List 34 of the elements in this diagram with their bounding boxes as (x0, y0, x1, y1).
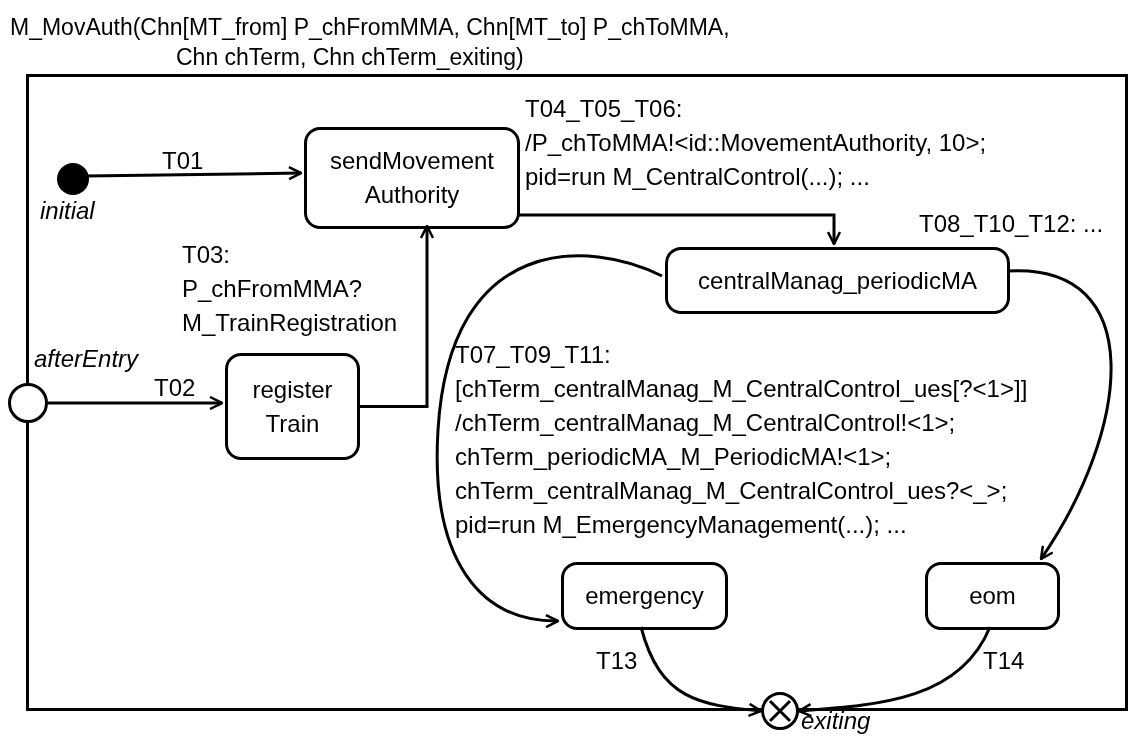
transition-arrow (435, 254, 663, 628)
state-name: centralManag_periodicMA (698, 265, 977, 296)
state-box (225, 353, 360, 460)
transition-arrow (48, 395, 224, 411)
transition-arrow (639, 626, 763, 717)
state-machine-title: M_MovAuth(Chn[MT_from] P_chFromMMA, Chn[MT_to] P_chToMMA, Chn chTerm, Chn chTerm_exiting) (10, 13, 731, 72)
edge-label: T02 (154, 375, 196, 401)
exit-point (761, 692, 799, 730)
entry-point (8, 383, 48, 423)
pseudostate-label: afterEntry (34, 347, 139, 371)
edge-label: T04_T05_T06: /P_chToMMA!<id::MovementAuthority, 10>; pid=run M_CentralControl(...); ... (525, 94, 988, 192)
state-box (304, 127, 520, 229)
state-box (925, 562, 1060, 630)
state-box (665, 247, 1010, 314)
state-name: register Train (251, 374, 334, 439)
pseudostate-label: initial (40, 199, 95, 223)
initial-pseudostate (57, 163, 89, 195)
state-name: emergency (585, 581, 704, 611)
state-name: eom (969, 581, 1016, 611)
edge-label: T14 (983, 648, 1025, 674)
transition-arrow (357, 224, 435, 408)
state-box (561, 562, 728, 630)
edge-label: T03: P_chFromMMA? M_TrainRegistration (182, 240, 399, 338)
transition-arrow (517, 213, 842, 246)
state-name: sendMovement Authority (328, 146, 496, 210)
pseudostate-label: exiting (801, 709, 871, 733)
composite-state (26, 74, 1128, 711)
transition-arrow (1006, 269, 1113, 561)
transition-arrow (85, 165, 303, 181)
edge-label: T01 (162, 148, 204, 174)
edge-label: T07_T09_T11: [chTerm_centralManag_M_CentralControl_ues[?<1>]] /chTerm_centralManag_M_CentralControl!<1>; chTerm_periodicMA_M_PeriodicMA!<1>; chTerm_centralManag_M_CentralControl_ues?<_>; pid=run M_EmergencyManagement(...); ... (455, 340, 1029, 540)
transition-arrow (797, 626, 992, 718)
edge-label: T08_T10_T12: ... (919, 211, 1104, 237)
edge-label: T13 (596, 648, 638, 674)
